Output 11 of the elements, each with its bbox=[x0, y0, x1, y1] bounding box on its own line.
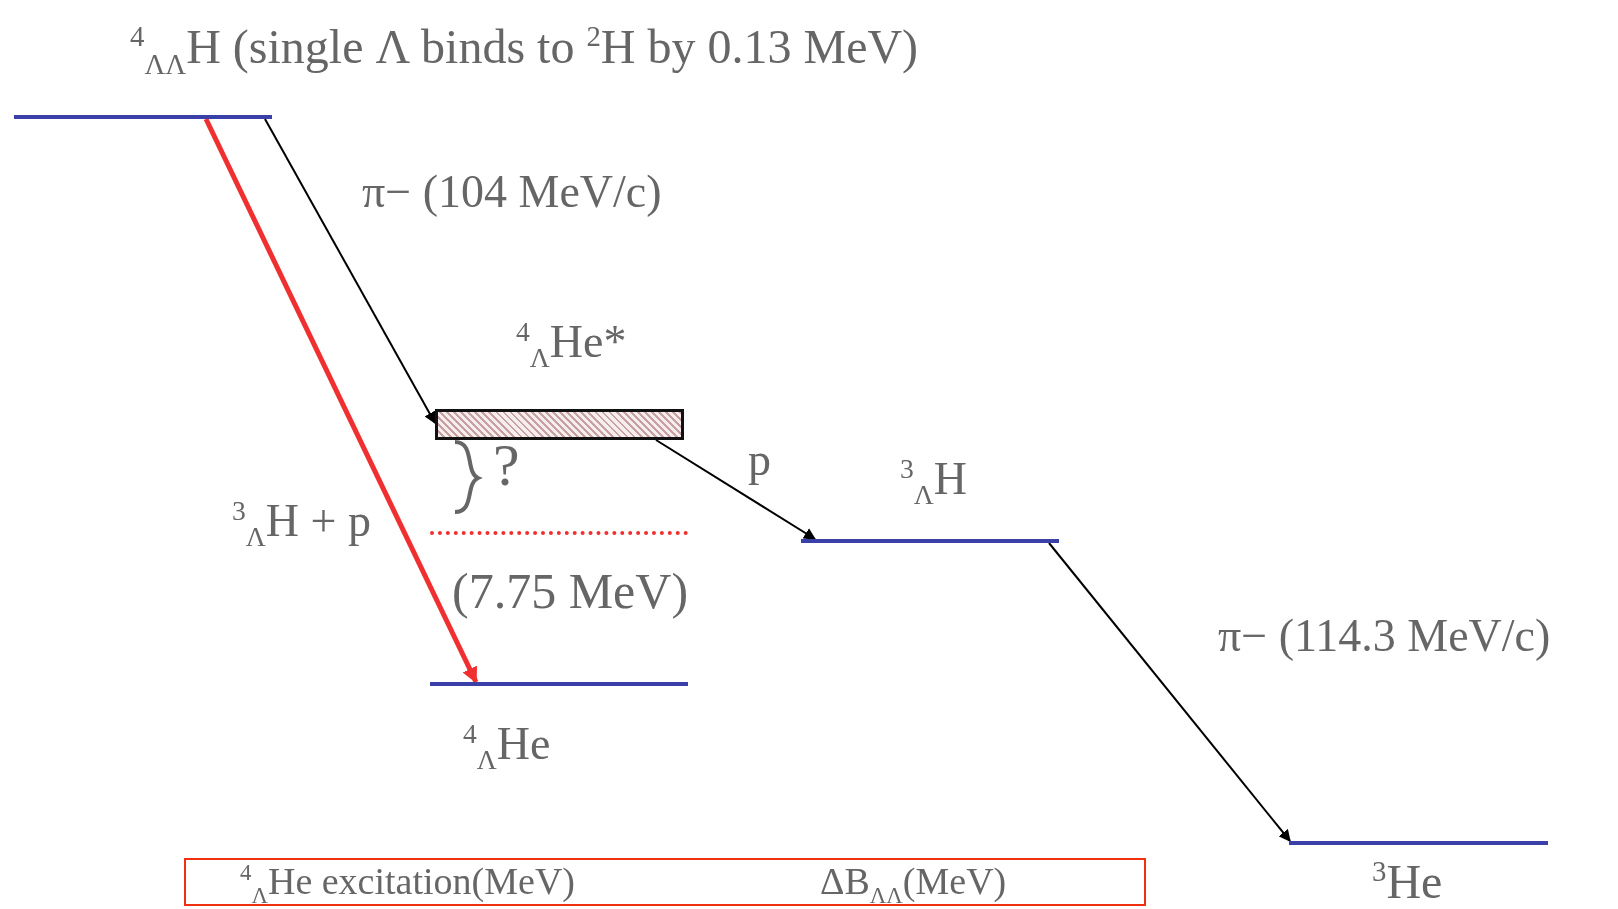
level-label: (7.75 MeV) bbox=[452, 565, 689, 618]
edge-label: p bbox=[748, 436, 771, 485]
arrow bbox=[264, 118, 436, 424]
edge-label: π− (104 MeV/c) bbox=[362, 168, 662, 217]
column-header: ΔB$_{ΛΛ}$(MeV) bbox=[820, 862, 1007, 902]
arrow bbox=[1048, 542, 1291, 842]
arrow bbox=[203, 117, 479, 684]
level-label: $^{3}$He bbox=[1372, 857, 1443, 908]
question-mark-label: ? bbox=[493, 434, 520, 497]
edge-label: π− (114.3 MeV/c) bbox=[1218, 612, 1551, 661]
arrow bbox=[655, 439, 816, 540]
